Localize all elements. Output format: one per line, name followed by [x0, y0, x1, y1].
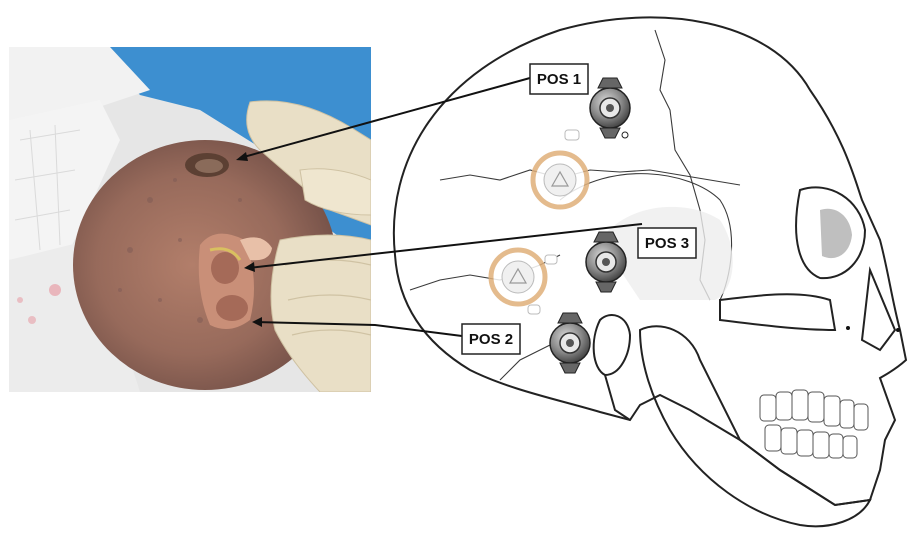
pos3-text: POS 3	[645, 235, 689, 252]
processor-ring-upper	[533, 130, 587, 207]
processor-ring-lower	[491, 250, 557, 314]
implant-pos2	[550, 313, 590, 373]
implant-pos1	[590, 78, 630, 138]
pos2-label: POS 2	[462, 324, 520, 354]
pos3-label: POS 3	[638, 228, 696, 258]
pos1-text: POS 1	[537, 71, 581, 88]
teeth	[760, 390, 868, 458]
zygomatic-arch	[720, 294, 835, 330]
surgical-photo	[9, 47, 371, 392]
pos1-label: POS 1	[530, 64, 588, 94]
pos2-text: POS 2	[469, 331, 513, 348]
ear-canal	[594, 315, 630, 375]
